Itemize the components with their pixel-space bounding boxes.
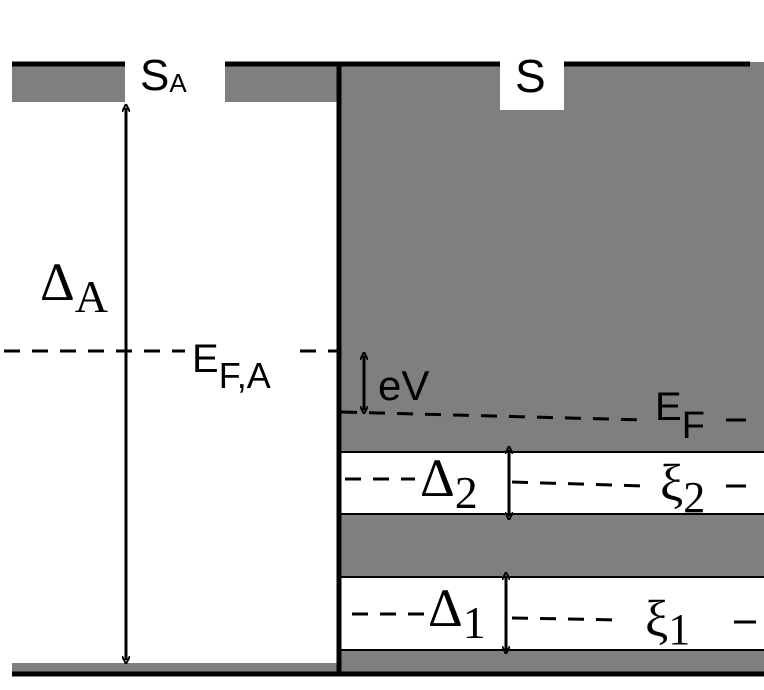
sa-label-box [125, 55, 225, 103]
xi2-dashed-right [511, 480, 646, 488]
sa-bottom-band [12, 663, 337, 673]
sa-label: SA [140, 51, 187, 100]
s-upper-band [337, 62, 764, 452]
ev-label: eV [378, 362, 429, 409]
s-label-box [500, 55, 564, 110]
s-middle-band [339, 515, 764, 576]
s-label: S [515, 50, 546, 102]
ef-dashed-line [340, 410, 646, 422]
delta2-label: Δ2 [420, 448, 478, 518]
xi2-label: ξ2 [660, 455, 705, 522]
ef-label: EF [655, 385, 705, 447]
delta1-label: Δ1 [428, 578, 486, 648]
delta-a-label: ΔA [40, 252, 108, 322]
gap-1 [339, 577, 764, 650]
ef-a-label: EF,A [192, 337, 271, 396]
xi1-dashed-right [511, 616, 623, 622]
xi1-label: ξ1 [645, 591, 690, 654]
s-bottom-band [339, 651, 764, 673]
